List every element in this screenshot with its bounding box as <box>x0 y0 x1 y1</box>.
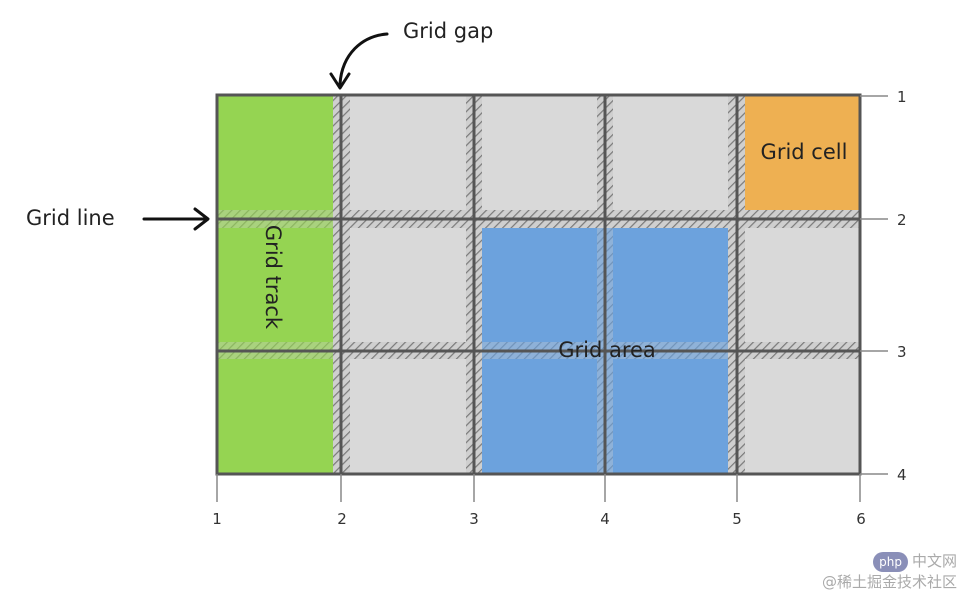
grid-cell-label: Grid cell <box>761 140 848 164</box>
php-badge: php <box>873 552 908 572</box>
row-line-numbers: 1 2 3 4 <box>897 88 907 484</box>
column-number-5: 5 <box>732 510 742 528</box>
grid-track-label: Grid track <box>261 225 285 330</box>
column-number-2: 2 <box>337 510 347 528</box>
grid-lines <box>217 95 860 474</box>
column-number-4: 4 <box>600 510 610 528</box>
grid-gap-arrow-icon <box>338 32 389 86</box>
row-number-4: 4 <box>897 466 907 484</box>
column-number-1: 1 <box>212 510 222 528</box>
column-number-6: 6 <box>856 510 866 528</box>
axis-ticks <box>216 95 888 502</box>
grid-cell-highlight <box>745 95 860 210</box>
grid-area-label: Grid area <box>558 338 656 362</box>
grid-gap-label: Grid gap <box>403 19 493 43</box>
row-number-1: 1 <box>897 88 907 106</box>
watermark-site: 中文网 <box>911 552 957 570</box>
row-number-2: 2 <box>897 211 907 229</box>
grid-line-label: Grid line <box>26 206 115 230</box>
grid-border <box>215 93 862 476</box>
grid-track-highlight <box>217 95 333 474</box>
row-number-3: 3 <box>897 343 907 361</box>
column-number-3: 3 <box>469 510 479 528</box>
column-line-numbers: 1 2 3 4 5 6 <box>212 510 866 528</box>
watermark-credit: @稀土掘金技术社区 <box>821 573 957 591</box>
